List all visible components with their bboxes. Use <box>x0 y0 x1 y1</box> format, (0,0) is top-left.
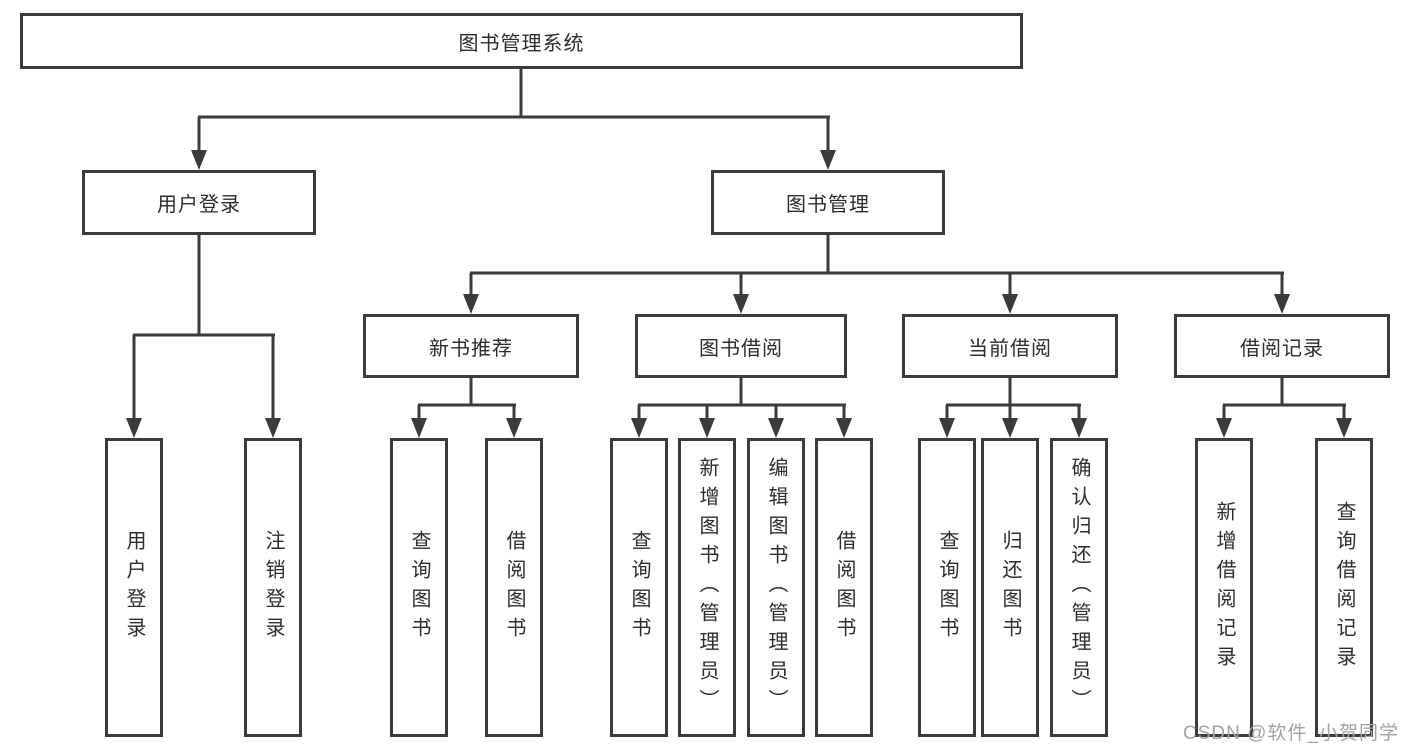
node-borrow-records: 借阅记录 <box>1174 314 1390 378</box>
connector-book-mgmt-drop-2 <box>739 273 743 295</box>
node-root: 图书管理系统 <box>20 13 1023 69</box>
node-confirm-return-admin: 确认归还（管理员） <box>1050 438 1108 737</box>
arrow-down-icon <box>463 294 479 314</box>
connector-borrow-bar <box>637 403 846 407</box>
node-label: 用户登录 <box>157 194 241 216</box>
node-new-book-recommend: 新书推荐 <box>363 314 579 378</box>
connector-book-mgmt-bar <box>469 271 1284 275</box>
node-label: 查询图书 <box>408 529 430 646</box>
node-user-login-action: 用户登录 <box>105 438 163 737</box>
connector-recommend-drop-1 <box>417 405 421 419</box>
connector-user-login-drop-1 <box>132 335 136 419</box>
arrow-down-icon <box>836 418 852 438</box>
node-label: 图书管理系统 <box>458 32 585 55</box>
node-label: 新书推荐 <box>429 337 513 360</box>
node-label: 用户登录 <box>123 529 145 646</box>
connector-borrow-drop-4 <box>842 405 846 419</box>
node-return-book: 归还图书 <box>981 438 1039 737</box>
arrow-down-icon <box>820 150 836 170</box>
arrow-down-icon <box>1071 418 1087 438</box>
arrow-down-icon <box>1216 418 1232 438</box>
connector-current-stem <box>1008 378 1012 405</box>
node-query-books-borrow: 查询图书 <box>610 438 668 737</box>
arrow-down-icon <box>126 418 142 438</box>
node-add-borrow-record: 新增借阅记录 <box>1195 438 1253 737</box>
connector-user-login-drop-2 <box>271 335 275 419</box>
node-book-management: 图书管理 <box>711 170 945 235</box>
node-label: 注销登录 <box>262 529 284 646</box>
connector-recommend-bar <box>417 403 516 407</box>
connector-root-stem <box>519 69 523 117</box>
connector-records-bar <box>1222 403 1346 407</box>
connector-current-bar <box>945 403 1081 407</box>
connector-records-stem <box>1280 378 1284 405</box>
node-label: 确认归还（管理员） <box>1068 457 1090 718</box>
node-label: 编辑图书（管理员） <box>765 457 787 718</box>
node-borrow-books-recommend: 借阅图书 <box>485 438 543 737</box>
connector-records-drop-2 <box>1342 405 1346 419</box>
connector-borrow-drop-3 <box>774 405 778 419</box>
arrow-down-icon <box>939 418 955 438</box>
node-current-borrow: 当前借阅 <box>902 314 1118 378</box>
node-user-login: 用户登录 <box>82 170 316 235</box>
connector-book-mgmt-drop-1 <box>469 273 473 295</box>
arrow-down-icon <box>506 418 522 438</box>
node-label: 新增借阅记录 <box>1213 500 1235 675</box>
connector-book-mgmt-drop-3 <box>1008 273 1012 295</box>
connector-borrow-stem <box>739 378 743 405</box>
arrow-down-icon <box>265 418 281 438</box>
node-label: 借阅图书 <box>503 529 525 646</box>
node-label: 查询图书 <box>936 529 958 646</box>
node-label: 归还图书 <box>999 529 1021 646</box>
connector-records-drop-1 <box>1222 405 1226 419</box>
connector-recommend-stem <box>469 378 473 405</box>
node-borrow-books-borrow: 借阅图书 <box>815 438 873 737</box>
node-label: 当前借阅 <box>968 337 1052 360</box>
connector-current-drop-3 <box>1077 405 1081 419</box>
arrow-down-icon <box>699 418 715 438</box>
connector-user-login-bar <box>132 333 275 337</box>
connector-current-drop-1 <box>945 405 949 419</box>
connector-book-mgmt-drop-4 <box>1280 273 1284 295</box>
node-query-books-recommend: 查询图书 <box>390 438 448 737</box>
connector-borrow-drop-2 <box>705 405 709 419</box>
node-label: 借阅图书 <box>833 529 855 646</box>
connector-root-bar <box>197 115 830 119</box>
connector-book-mgmt-stem <box>826 235 830 273</box>
arrow-down-icon <box>631 418 647 438</box>
node-label: 查询图书 <box>628 529 650 646</box>
connector-root-drop-right <box>826 117 830 152</box>
node-query-borrow-record: 查询借阅记录 <box>1315 438 1373 737</box>
arrow-down-icon <box>768 418 784 438</box>
node-label: 图书管理 <box>786 194 870 216</box>
node-label: 查询借阅记录 <box>1333 500 1355 675</box>
connector-borrow-drop-1 <box>637 405 641 419</box>
node-query-books-current: 查询图书 <box>918 438 976 737</box>
arrow-down-icon <box>1002 294 1018 314</box>
node-add-book-admin: 新增图书（管理员） <box>678 438 736 737</box>
arrow-down-icon <box>1274 294 1290 314</box>
node-book-borrow: 图书借阅 <box>635 314 847 378</box>
csdn-watermark: CSDN @软件_小贺同学 <box>1183 723 1399 744</box>
arrow-down-icon <box>1336 418 1352 438</box>
node-edit-book-admin: 编辑图书（管理员） <box>747 438 805 737</box>
node-logout-action: 注销登录 <box>244 438 302 737</box>
arrow-down-icon <box>411 418 427 438</box>
connector-root-drop-left <box>197 117 201 152</box>
connector-current-drop-2 <box>1008 405 1012 419</box>
node-label: 新增图书（管理员） <box>696 457 718 718</box>
arrow-down-icon <box>1002 418 1018 438</box>
connector-recommend-drop-2 <box>512 405 516 419</box>
arrow-down-icon <box>733 294 749 314</box>
connector-user-login-stem <box>197 235 201 335</box>
node-label: 借阅记录 <box>1240 337 1324 360</box>
node-label: 图书借阅 <box>699 337 783 360</box>
arrow-down-icon <box>191 150 207 170</box>
